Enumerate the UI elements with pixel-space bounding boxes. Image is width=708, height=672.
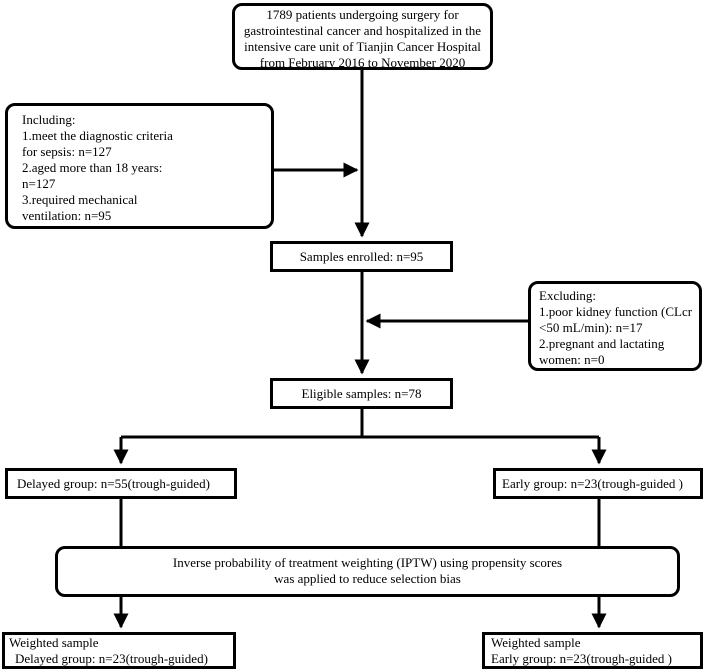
weighted-early-heading: Weighted sample (491, 635, 581, 650)
weighted-delayed-label: Delayed group: n=23(trough-guided) (15, 651, 208, 666)
iptw-box: Inverse probability of treatment weighti… (55, 546, 680, 597)
weighted-early-label: Early group: n=23(trough-guided ) (491, 651, 672, 666)
early-group-box: Early group: n=23(trough-guided ) (493, 468, 703, 499)
exclusion-line-4: women: n=0 (539, 352, 605, 367)
exclusion-line-2: <50 mL/min): n=17 (539, 320, 643, 335)
weighted-early-box: Weighted sample Early group: n=23(trough… (482, 632, 703, 669)
inclusion-line-3: 2.aged more than 18 years: (22, 160, 163, 175)
delayed-group-box: Delayed group: n=55(trough-guided) (5, 468, 237, 499)
source-box: 1789 patients undergoing surgery for gas… (232, 3, 493, 70)
exclusion-line-3: 2.pregnant and lactating (539, 336, 665, 351)
exclusion-heading: Excluding: (539, 288, 597, 303)
iptw-line-2: was applied to reduce selection bias (274, 571, 461, 586)
inclusion-line-2: for sepsis: n=127 (22, 144, 112, 159)
inclusion-criteria-box: Including: 1.meet the diagnostic criteri… (5, 103, 274, 229)
source-line-4: from February 2016 to November 2020 (259, 55, 466, 70)
eligible-samples-box: Eligible samples: n=78 (270, 378, 453, 409)
delayed-group-label: Delayed group: n=55(trough-guided) (17, 476, 210, 491)
weighted-delayed-box: Weighted sample Delayed group: n=23(trou… (2, 632, 236, 669)
weighted-delayed-heading: Weighted sample (9, 635, 99, 650)
inclusion-line-1: 1.meet the diagnostic criteria (22, 128, 173, 143)
eligible-samples-label: Eligible samples: n=78 (301, 386, 422, 401)
samples-enrolled-label: Samples enrolled: n=95 (299, 249, 424, 264)
exclusion-criteria-box: Excluding: 1.poor kidney function (CLcr … (528, 281, 702, 371)
inclusion-heading: Including: (22, 112, 76, 127)
inclusion-line-4: n=127 (22, 176, 56, 191)
source-line-3: intensive care unit of Tianjin Cancer Ho… (244, 39, 481, 54)
inclusion-line-5: 3.required mechanical (22, 192, 138, 207)
source-line-1: 1789 patients undergoing surgery for (266, 7, 459, 22)
samples-enrolled-box: Samples enrolled: n=95 (270, 241, 453, 272)
iptw-line-1: Inverse probability of treatment weighti… (172, 555, 563, 570)
inclusion-line-6: ventilation: n=95 (22, 208, 112, 223)
early-group-label: Early group: n=23(trough-guided ) (502, 476, 683, 491)
source-line-2: gastrointestinal cancer and hospitalized… (243, 23, 482, 38)
exclusion-line-1: 1.poor kidney function (CLcr (539, 304, 693, 319)
